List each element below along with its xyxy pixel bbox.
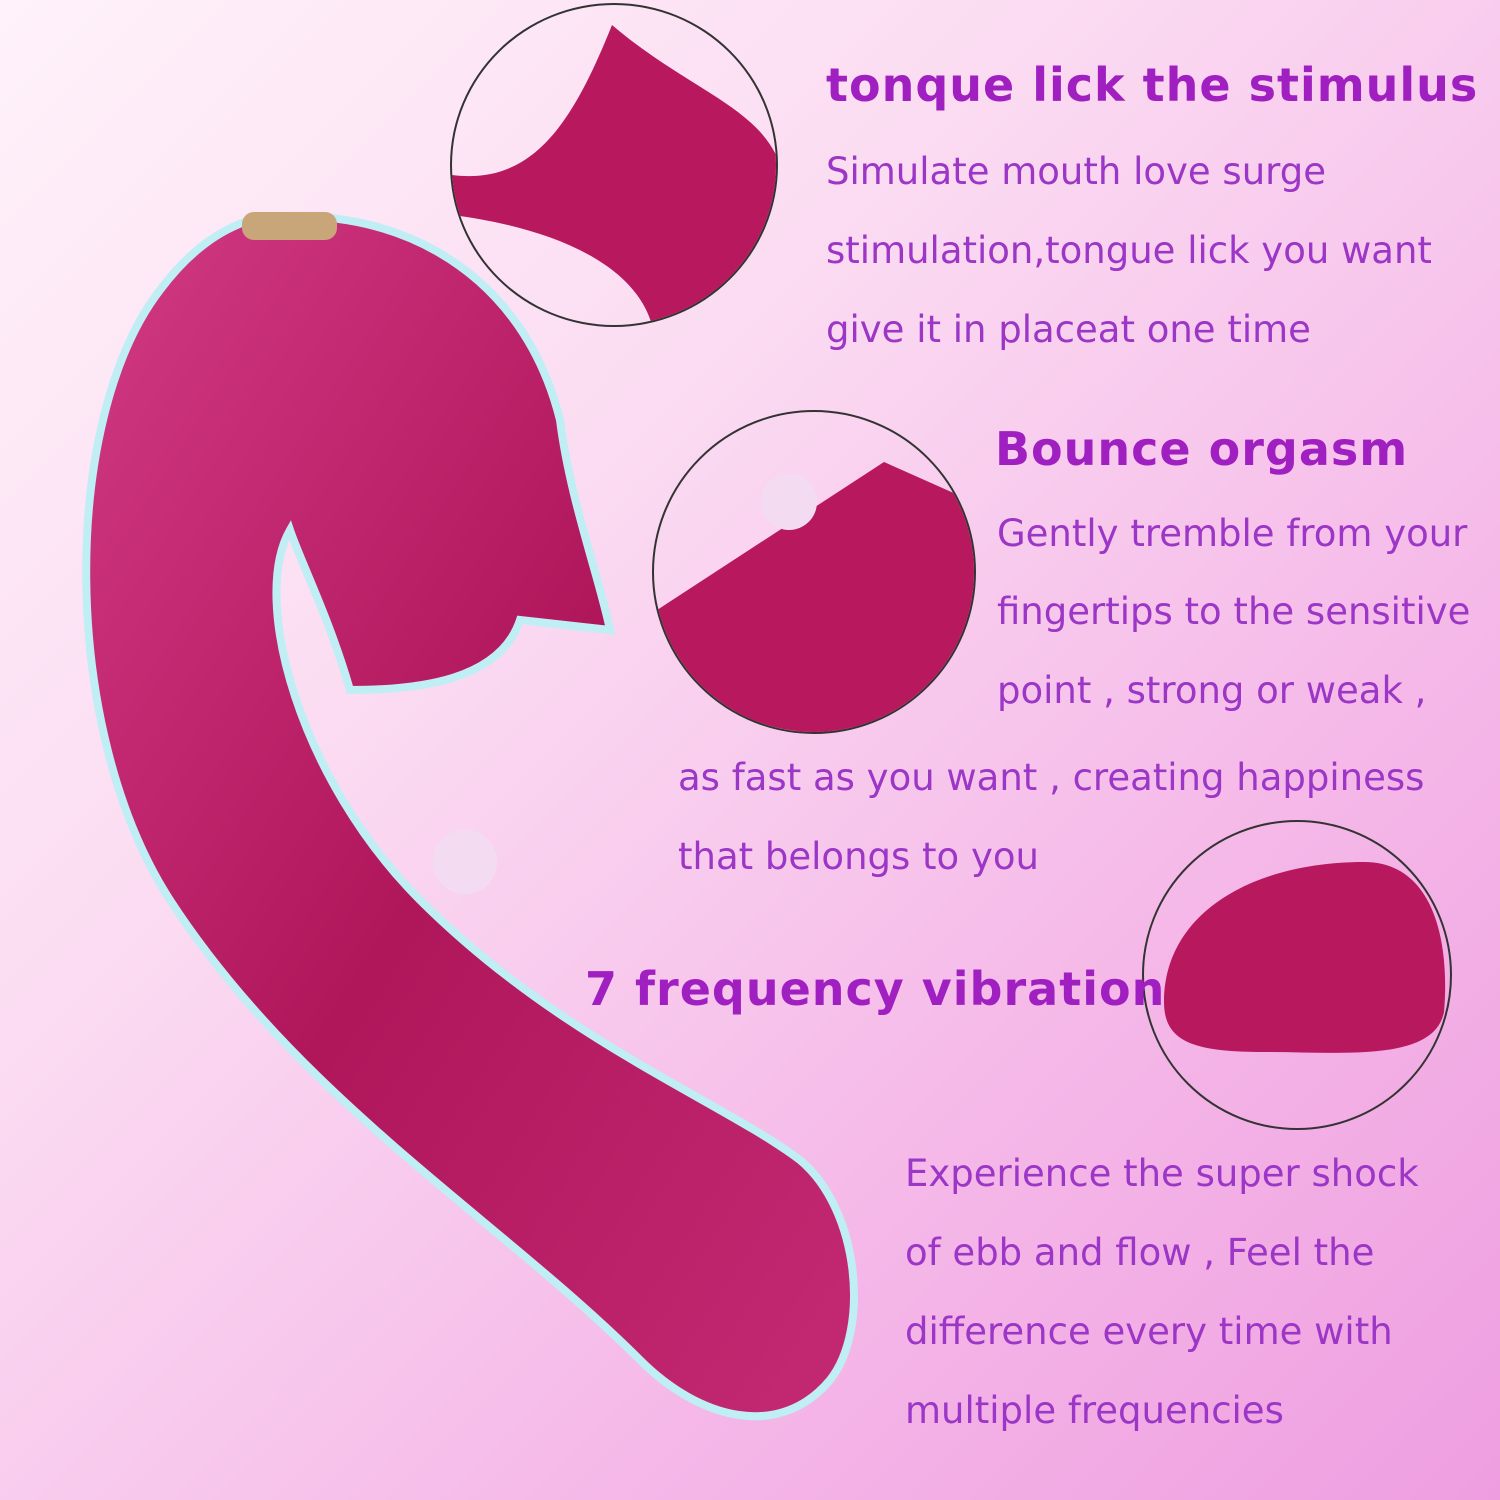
section3-line: difference every time with <box>905 1310 1393 1353</box>
section2-line: fingertips to the sensitive <box>997 590 1471 633</box>
section3-line: of ebb and flow , Feel the <box>905 1231 1375 1274</box>
section1-line: stimulation,tongue lick you want <box>826 229 1432 272</box>
control-panel <box>242 212 337 240</box>
section3-title: 7 frequency vibration <box>585 962 1166 1016</box>
section3-line: Experience the super shock <box>905 1152 1419 1195</box>
section1-line: Simulate mouth love surge <box>826 150 1326 193</box>
section2-line: Gently tremble from your <box>997 512 1468 555</box>
product-body <box>82 212 858 1421</box>
section2-title: Bounce orgasm <box>995 422 1409 476</box>
detail-circle-tongue <box>450 3 778 327</box>
detail-circle-ball <box>652 410 976 734</box>
detail-circle-tip <box>1142 820 1452 1130</box>
section1-line: give it in placeat one time <box>826 308 1311 351</box>
section2-line: as fast as you want , creating happiness <box>678 756 1425 799</box>
pearl-ball <box>433 830 497 894</box>
section3-line: multiple frequencies <box>905 1389 1284 1432</box>
section2-line: that belongs to you <box>678 835 1039 878</box>
section2-line: point , strong or weak , <box>997 669 1427 712</box>
section1-title: tonque lick the stimulus <box>826 58 1479 112</box>
